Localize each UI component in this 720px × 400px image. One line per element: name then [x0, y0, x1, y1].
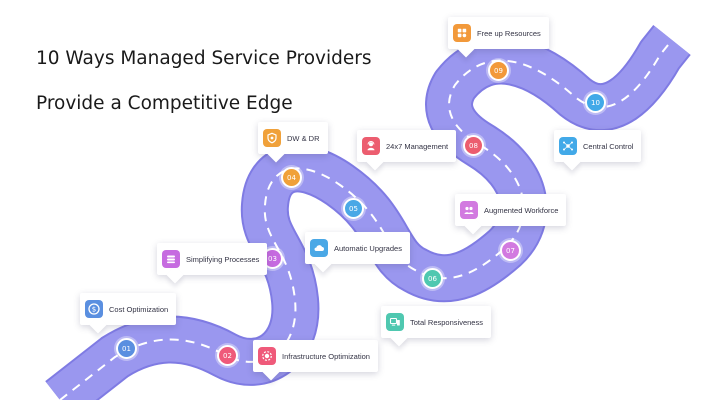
step-label: Automatic Upgrades	[334, 243, 402, 253]
step-marker-08: 08	[463, 135, 484, 156]
gear-network-icon	[258, 347, 276, 365]
step-marker-09: 09	[488, 60, 509, 81]
step-card-total-responsiveness: Total Responsiveness	[381, 306, 491, 338]
hub-control-icon	[559, 137, 577, 155]
step-label: Central Control	[583, 141, 634, 151]
step-card-24x7-management: 24x7 Management	[357, 130, 457, 162]
step-card-cost-optimization: $ Cost Optimization	[80, 293, 177, 325]
title-line-1: 10 Ways Managed Service Providers	[36, 48, 372, 69]
step-marker-02: 02	[217, 345, 238, 366]
step-label: Infrastructure Optimization	[282, 351, 370, 361]
step-card-simplifying-processes: Simplifying Processes	[157, 243, 268, 275]
cloud-upload-icon	[310, 239, 328, 257]
step-label: Cost Optimization	[109, 304, 169, 314]
road-center-dashes	[59, 39, 673, 400]
step-card-central-control: Central Control	[554, 130, 642, 162]
step-marker-04: 04	[281, 167, 302, 188]
step-marker-01: 01	[116, 338, 137, 359]
title-line-2: Provide a Competitive Edge	[36, 93, 293, 114]
dollar-coin-icon: $	[85, 300, 103, 318]
support-team-icon	[362, 137, 380, 155]
step-card-free-up-resources: Free up Resources	[448, 17, 549, 49]
step-marker-06: 06	[422, 268, 443, 289]
step-card-augmented-workforce: Augmented Workforce	[455, 194, 567, 226]
devices-icon	[386, 313, 404, 331]
step-label: Total Responsiveness	[410, 317, 483, 327]
diagram-title: 10 Ways Managed Service Providers Provid…	[36, 36, 396, 126]
step-label: 24x7 Management	[386, 141, 449, 151]
svg-text:$: $	[92, 306, 96, 314]
step-label: Augmented Workforce	[484, 205, 559, 215]
step-label: DW & DR	[287, 133, 320, 143]
step-marker-07: 07	[500, 240, 521, 261]
step-label: Free up Resources	[477, 28, 541, 38]
step-label: Simplifying Processes	[186, 254, 260, 264]
step-card-automatic-upgrades: Automatic Upgrades	[305, 232, 410, 264]
step-card-infrastructure-optimization: Infrastructure Optimization	[253, 340, 378, 372]
team-gear-icon	[460, 201, 478, 219]
resources-icon	[453, 24, 471, 42]
step-marker-05: 05	[343, 198, 364, 219]
shield-backup-icon	[263, 129, 281, 147]
layers-icon	[162, 250, 180, 268]
step-card-dw-dr: DW & DR	[258, 122, 328, 154]
step-marker-10: 10	[585, 92, 606, 113]
